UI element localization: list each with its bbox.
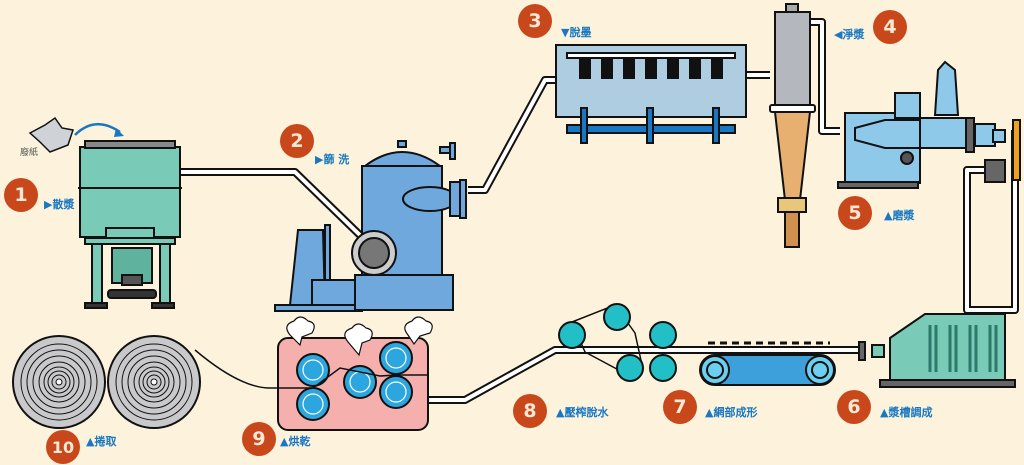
press-rolls (558, 303, 677, 382)
step-badge-4: 4 (873, 10, 907, 44)
step-badge-1: 1 (4, 178, 38, 212)
curved-arrow-icon (74, 123, 121, 136)
arrow-head-icon (114, 128, 124, 137)
refiner-machine (837, 60, 1021, 189)
cleaner-cyclone (769, 3, 816, 248)
waste-paper-label: 廢紙 (20, 148, 39, 158)
reel-rolls (12, 335, 201, 429)
step-badge-2: 2 (280, 124, 314, 158)
step-label-5: ▲磨漿 (884, 209, 915, 222)
step-badge-6: 6 (837, 390, 871, 424)
step-badge-10: 10 (46, 430, 80, 464)
step-label-6: ▲漿槽調成 (880, 406, 933, 419)
step-badge-5: 5 (838, 196, 872, 230)
step-label-8: ▲壓榨脫水 (556, 406, 609, 419)
dryer-section (194, 316, 433, 431)
step-label-7: ▲網部成形 (705, 406, 758, 419)
deinking-tank (555, 44, 747, 144)
pipes (180, 18, 1019, 404)
step-label-1: ▶散漿 (44, 198, 75, 211)
waste-paper-icon (28, 116, 74, 153)
wire-forming-section (699, 341, 836, 386)
step-badge-9: 9 (242, 422, 276, 456)
step-label-9: ▲烘乾 (280, 435, 311, 448)
pulper-machine (78, 140, 182, 309)
step-badge-7: 7 (663, 390, 697, 424)
stock-tank (858, 313, 1016, 388)
step-badge-3: 3 (518, 4, 552, 38)
step-badge-8: 8 (513, 394, 547, 428)
step-label-10: ▲捲取 (86, 435, 117, 448)
step-label-2: ▶篩 洗 (315, 153, 350, 166)
screen-washer-machine (274, 140, 467, 312)
step-label-3: ▼脫墨 (561, 26, 592, 39)
step-label-4: ◀淨漿 (834, 28, 865, 41)
